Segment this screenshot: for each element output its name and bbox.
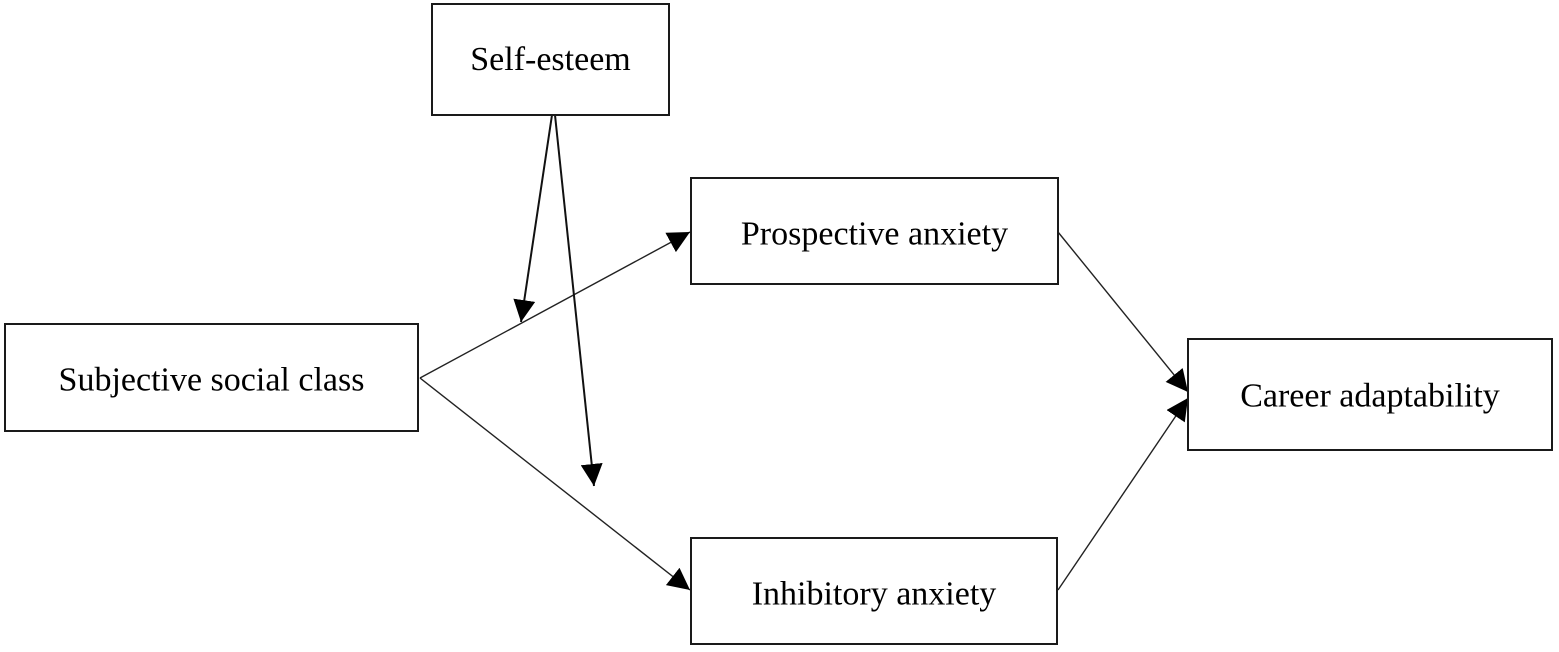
node-box-self-esteem	[431, 3, 670, 116]
node-box-subjective-social-class	[4, 323, 419, 432]
node-label-subjective-social-class: Subjective social class	[59, 362, 365, 399]
moderation-arrow-inhibitory-path	[554, 114, 603, 487]
node-label-prospective-anxiety: Prospective anxiety	[741, 216, 1008, 253]
node-label-inhibitory-anxiety: Inhibitory anxiety	[752, 576, 997, 613]
edge-social-class-to-inhibitory	[419, 377, 691, 591]
node-inhibitory-anxiety: Inhibitory anxiety	[690, 537, 1058, 645]
edge-inhibitory-to-career	[1057, 397, 1189, 591]
moderation-arrow-prospective-path	[513, 114, 553, 323]
node-box-prospective-anxiety	[690, 177, 1059, 285]
node-career-adaptability: Career adaptability	[1187, 338, 1553, 451]
node-box-career-adaptability	[1187, 338, 1553, 451]
node-self-esteem: Self-esteem	[431, 3, 670, 116]
edge-social-class-to-prospective	[419, 231, 691, 379]
edges	[419, 114, 1189, 591]
node-box-inhibitory-anxiety	[690, 537, 1058, 645]
node-subjective-social-class: Subjective social class	[4, 323, 419, 432]
edge-prospective-to-career	[1057, 231, 1189, 393]
node-prospective-anxiety: Prospective anxiety	[690, 177, 1059, 285]
node-label-career-adaptability: Career adaptability	[1240, 378, 1500, 415]
node-label-self-esteem: Self-esteem	[470, 41, 631, 78]
